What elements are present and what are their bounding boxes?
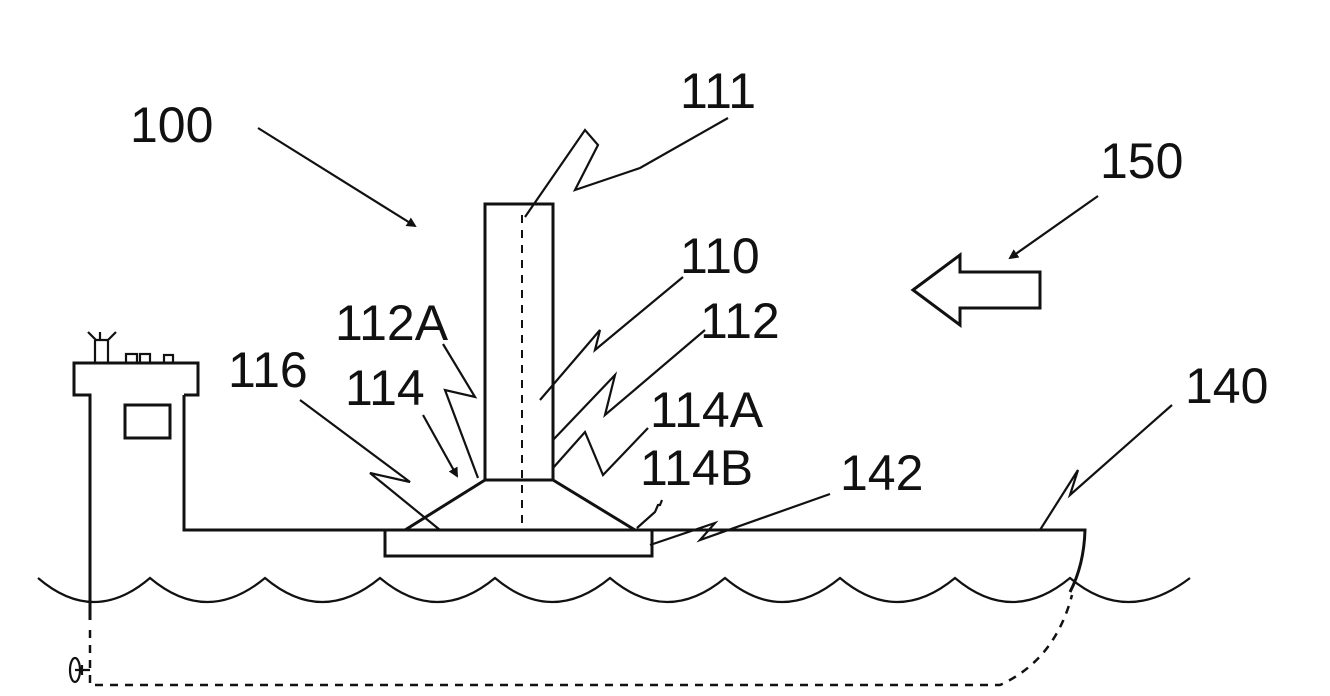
- leader-114A: [553, 428, 648, 475]
- label-150: 150: [1100, 133, 1183, 189]
- current-hollow-arrow: [913, 255, 1040, 325]
- leader-116: [300, 400, 440, 530]
- tower: [485, 204, 553, 480]
- label-100: 100: [130, 97, 213, 153]
- leader-140: [1040, 405, 1172, 530]
- dashed-keel-line: [90, 595, 1072, 685]
- leader-114: [423, 415, 457, 476]
- leader-142: [650, 494, 830, 545]
- label-112: 112: [700, 293, 780, 349]
- right-flare: [553, 480, 635, 530]
- propeller-icon: [70, 658, 90, 682]
- label-140: 140: [1185, 358, 1268, 414]
- ship-superstructure: [74, 363, 198, 620]
- mast-icon: [88, 332, 116, 363]
- label-114A: 114A: [650, 382, 764, 438]
- label-116: 116: [228, 342, 308, 398]
- left-flare: [405, 480, 485, 530]
- label-112A: 112A: [335, 295, 449, 351]
- label-111: 111: [680, 63, 756, 119]
- label-110: 110: [680, 228, 760, 284]
- bridge-window: [125, 405, 170, 438]
- leader-100: [258, 128, 415, 226]
- leader-112A: [443, 344, 478, 478]
- label-142: 142: [840, 445, 923, 501]
- leader-150: [1010, 196, 1098, 258]
- leader-111: [525, 118, 728, 217]
- label-114: 114: [345, 360, 425, 416]
- label-114B: 114B: [640, 440, 753, 496]
- ship-hull: [184, 395, 1085, 592]
- water-waves: [38, 578, 1190, 602]
- base-plate: [385, 530, 652, 556]
- leader-114B: [637, 500, 662, 528]
